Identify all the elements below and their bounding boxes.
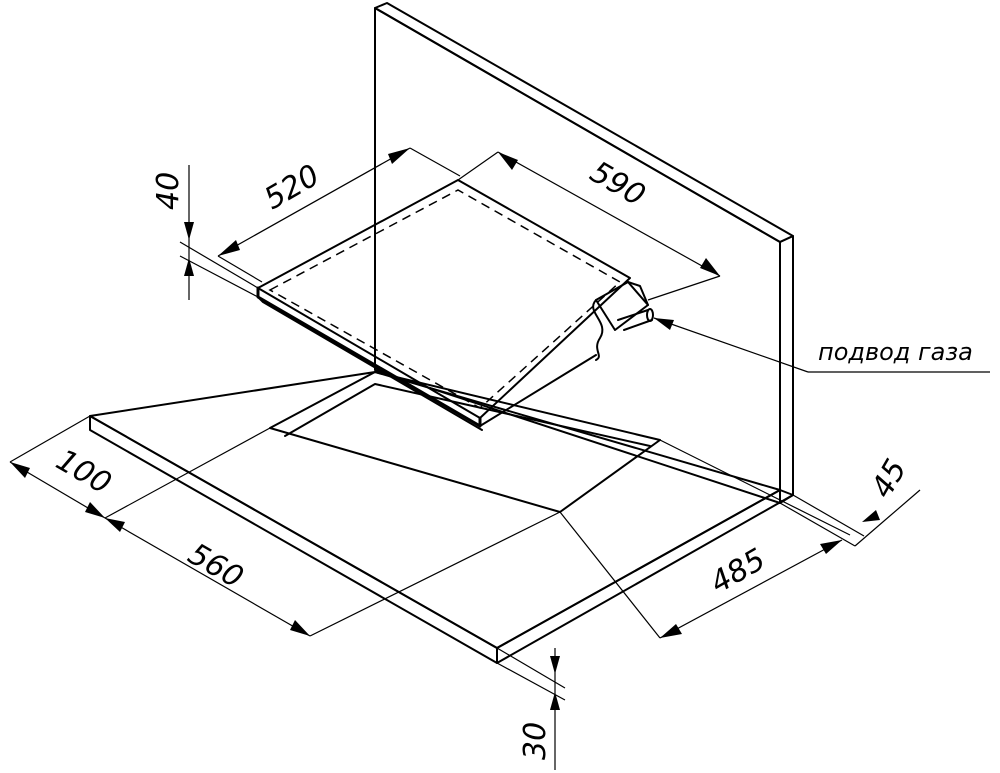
- dimension-100: 100: [9, 415, 117, 519]
- dimension-520: 520: [217, 147, 461, 283]
- dimension-45: 45: [779, 453, 921, 547]
- countertop: [89, 371, 794, 664]
- dim-label-520: 520: [259, 158, 326, 217]
- gas-inlet-pipe: [617, 308, 654, 331]
- gas-inlet-label: подвод газа: [818, 338, 973, 366]
- dimension-590: 590: [457, 151, 721, 301]
- countertop-cutout: [269, 371, 661, 513]
- dim-label-485: 485: [705, 542, 772, 601]
- hob: [256, 179, 649, 431]
- dimension-40: 40: [151, 165, 259, 300]
- back-wall: [374, 2, 794, 504]
- dim-label-560: 560: [182, 537, 249, 596]
- dim-label-100: 100: [50, 443, 117, 502]
- dim-label-590: 590: [584, 155, 651, 214]
- dim-label-45: 45: [865, 453, 914, 504]
- dim-label-40: 40: [151, 172, 186, 210]
- dimension-30: 30: [496, 647, 566, 770]
- dimension-485: 485: [559, 439, 851, 639]
- dim-label-30: 30: [518, 722, 553, 760]
- gas-inlet-leader: подвод газа: [653, 317, 990, 373]
- dimension-560: 560: [104, 427, 561, 637]
